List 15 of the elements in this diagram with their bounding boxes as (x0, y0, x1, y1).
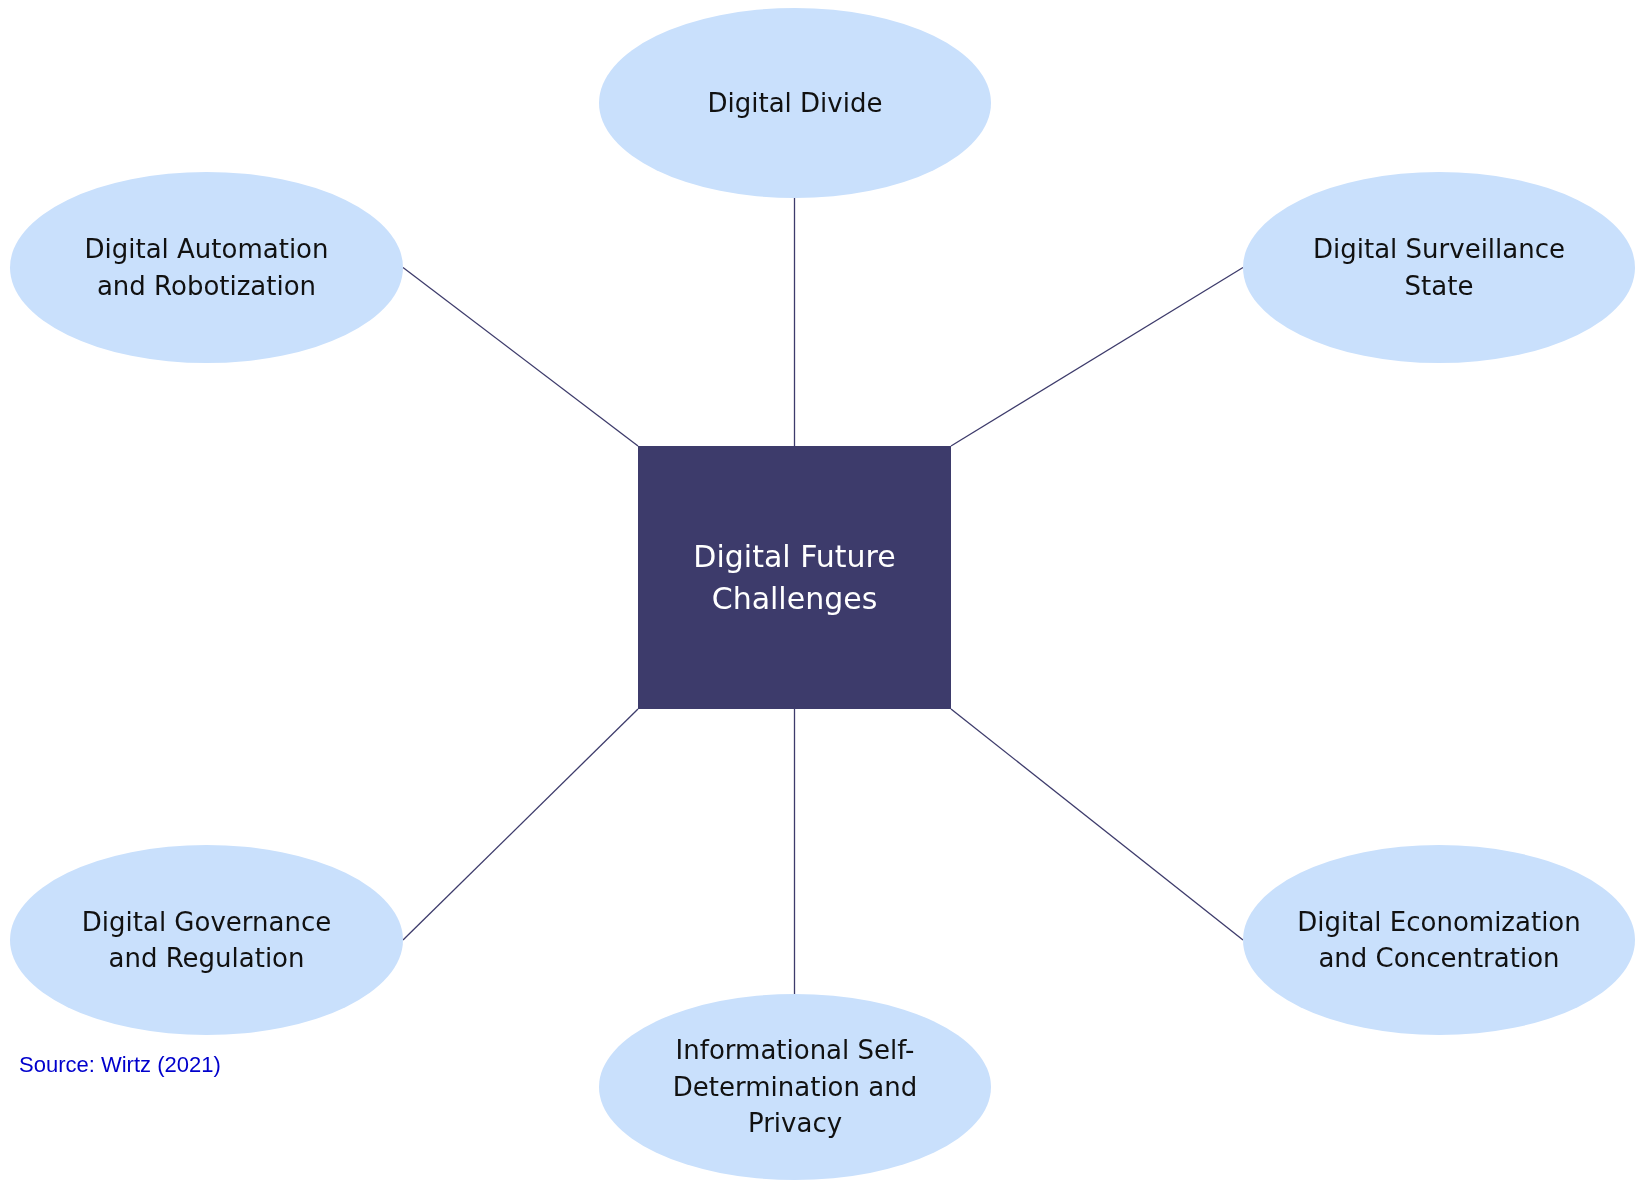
node-label: Digital Automation and Robotization (83, 233, 330, 303)
node-label: Digital Economization and Concentration (1296, 905, 1582, 975)
connector-line (793, 197, 796, 447)
node-label: Informational Self-Determination and Privacy (671, 1034, 919, 1141)
node-label: Digital Governance and Regulation (80, 905, 333, 975)
node-label: Digital Future Challenges (692, 537, 897, 618)
connector-line (402, 266, 639, 447)
node-label: Digital Divide (707, 86, 883, 120)
center-box (638, 446, 951, 709)
connector-line (950, 266, 1244, 447)
source-note: Source: Wirtz (2021) (19, 1052, 221, 1078)
connector-line (793, 708, 796, 995)
connector-line (950, 708, 1244, 941)
node-label: Digital Surveillance State (1312, 233, 1566, 303)
connector-line (402, 708, 639, 941)
